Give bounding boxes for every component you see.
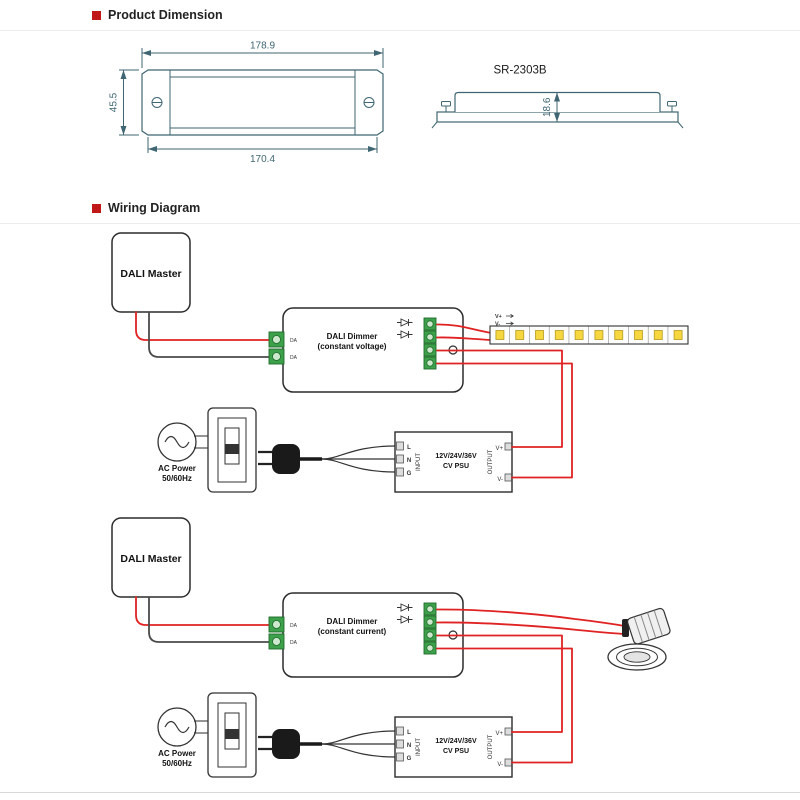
section-header-wiring-diagram: Wiring Diagram <box>92 201 200 215</box>
extension-lines <box>147 137 378 153</box>
dali-master-2 <box>111 517 191 598</box>
dimmer-to-downlight-wire-vplus <box>436 608 625 627</box>
dimmer-name-line1: DALI Dimmer <box>327 332 378 341</box>
enclosure-outline <box>141 69 384 136</box>
enclosure-detail-lines <box>169 70 356 135</box>
dimmer-name-line2: (constant current) <box>318 627 387 636</box>
dimension-label: 170.4 <box>250 154 275 165</box>
section-header-product-dimension: Product Dimension <box>92 8 223 22</box>
dali-bus-wires-2 <box>135 596 270 643</box>
section-bullet-icon <box>92 203 101 213</box>
downlight-heatsink <box>626 607 671 645</box>
bottom-rule <box>0 792 800 793</box>
power-chain-1 <box>156 406 514 494</box>
section-bullet-icon <box>92 10 101 20</box>
power-chain-2 <box>156 691 514 779</box>
dimmer-to-strip-wire-vplus <box>436 323 493 334</box>
side-view-drawing: SR-2303B 18.6 <box>431 65 684 129</box>
downlight-lens <box>623 651 651 663</box>
header-rule-2 <box>0 223 800 224</box>
dimmer-to-strip-wire-vminus <box>436 336 493 341</box>
section-title-wiring-diagram: Wiring Diagram <box>108 201 201 215</box>
mounting-clip-ticks <box>431 121 684 129</box>
arrow-right-icon <box>506 321 514 326</box>
wiring-diagram-constant-voltage: DALI Dimmer (constant voltage) V+ V- <box>111 232 689 494</box>
dimension-label: 18.6 <box>542 97 553 117</box>
wiring-diagram-constant-current: DALI Dimmer (constant current) <box>111 517 671 779</box>
dimmer-name-line2: (constant voltage) <box>318 342 387 351</box>
arrow-right-icon <box>506 313 514 319</box>
model-number-label: SR-2303B <box>493 65 546 77</box>
dali-bus-wires-1 <box>135 311 270 358</box>
screw-head-icon <box>667 101 677 107</box>
led-downlight <box>607 607 671 671</box>
dimmer-name-line1: DALI Dimmer <box>327 617 378 626</box>
dimension-width-top: 178.9 <box>141 41 384 68</box>
strip-vminus-label: V- <box>495 322 500 328</box>
strip-vplus-label: V+ <box>495 314 502 320</box>
header-rule-1 <box>0 30 800 31</box>
dali-master-1 <box>111 232 191 313</box>
dimension-height-side: 18.6 <box>542 92 560 122</box>
dimmer-to-downlight-wire-vminus <box>436 621 625 635</box>
dimension-label: 45.5 <box>109 92 120 112</box>
led-strip: V+ V- <box>489 313 689 345</box>
screw-head-icon <box>441 101 451 107</box>
dimension-width-bottom: 170.4 <box>147 137 378 165</box>
front-view-drawing: 178.9 45.5 170.4 <box>109 41 384 165</box>
downlight-connector <box>622 619 629 637</box>
dimension-height-front: 45.5 <box>109 69 139 136</box>
led-strip-body <box>489 325 689 345</box>
extension-lines <box>119 69 139 136</box>
section-title-product-dimension: Product Dimension <box>108 8 223 22</box>
dimension-label: 178.9 <box>250 41 275 52</box>
